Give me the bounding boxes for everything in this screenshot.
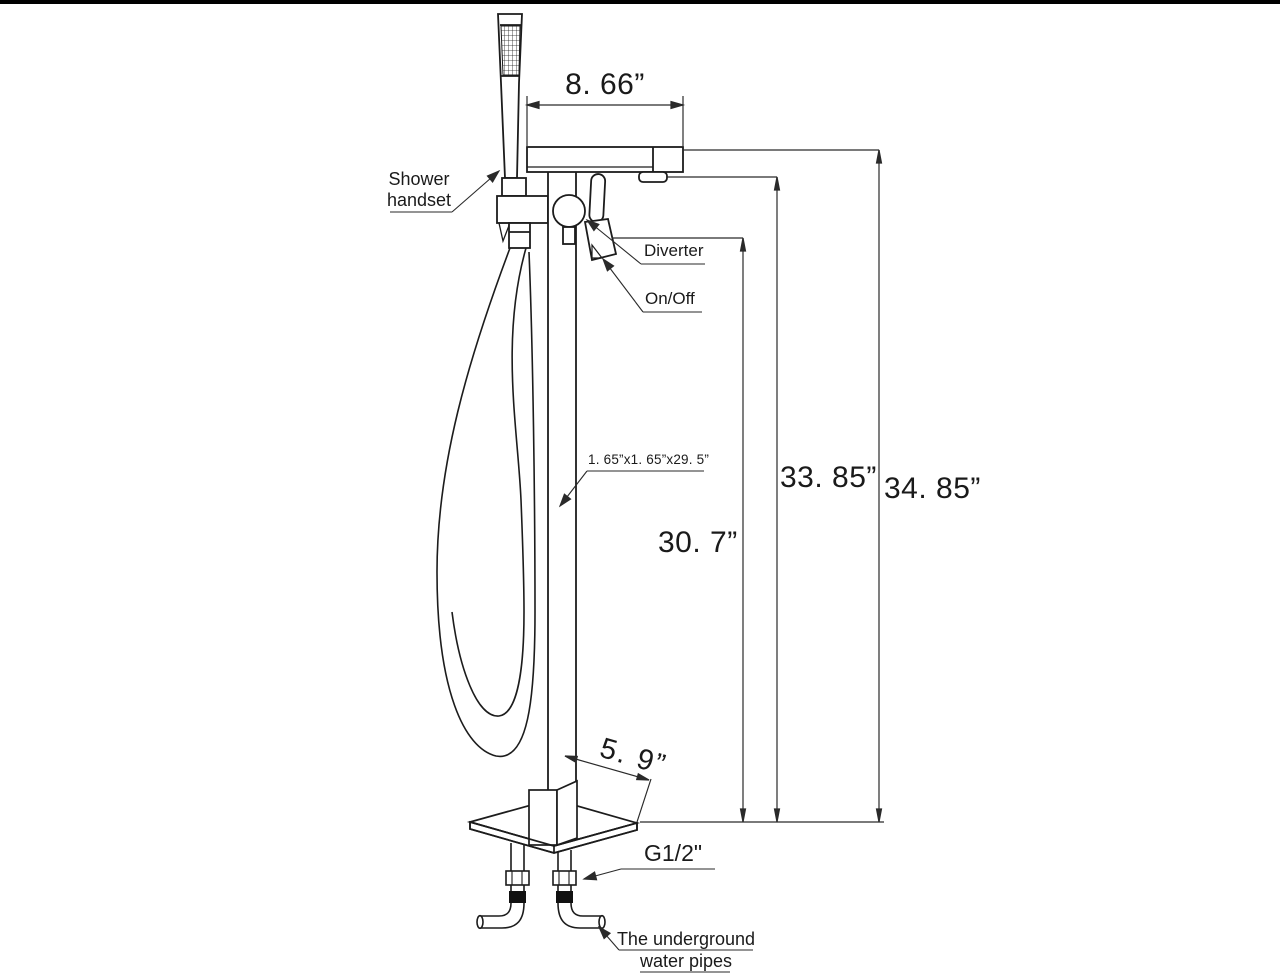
hose-fitting	[508, 222, 531, 249]
dim-spout-reach-text: 8. 66”	[565, 68, 645, 101]
diverter-label: Diverter	[644, 241, 704, 260]
handset-fitting	[501, 177, 527, 197]
dim-handle-height-text: 30. 7”	[658, 526, 738, 559]
top-border-bar	[0, 0, 1280, 4]
diverter-lever	[588, 173, 607, 223]
leader-diverter	[585, 218, 705, 265]
leader-shower-handset	[390, 169, 501, 213]
handset-holder	[496, 195, 549, 224]
knob-stem	[562, 226, 576, 245]
leader-g-thread	[582, 868, 715, 881]
supply-pipes	[476, 843, 606, 930]
leader-underground	[597, 925, 753, 973]
tube-spec-text: 1. 65”x1. 65”x29. 5”	[588, 452, 710, 467]
dim-spout-height	[667, 176, 781, 823]
column-base-block	[528, 779, 578, 847]
spout-arm	[526, 146, 684, 183]
shower-handset-label-line2: handset	[386, 190, 452, 210]
dim-overall-height	[683, 149, 883, 823]
supply-pipe-left	[476, 843, 530, 930]
hex-nut-right	[552, 870, 577, 886]
hex-nut-left	[505, 870, 530, 886]
shower-handset-label: Shower handset	[386, 169, 452, 211]
dim-spout-reach	[524, 96, 686, 146]
spout-outlet	[638, 171, 668, 183]
dim-handle-height	[612, 237, 747, 823]
shower-handset	[496, 13, 549, 249]
valve-assembly	[552, 173, 618, 262]
shower-handset-label-line1: Shower	[388, 169, 450, 189]
dim-spout-height-text: 33. 85”	[780, 461, 877, 494]
underground-pipes-label: The underground water pipes	[611, 928, 761, 972]
leader-lines	[390, 169, 753, 973]
on-off-knob	[552, 194, 586, 228]
dim-base-plate	[564, 755, 652, 823]
faucet-column	[547, 172, 577, 792]
dim-overall-height-text: 34. 85”	[884, 472, 981, 505]
seal-band-right	[556, 891, 573, 903]
underground-pipes-label-line1: The underground	[616, 929, 756, 949]
dimension-lines	[524, 96, 884, 823]
leader-on-off	[601, 257, 702, 313]
g-thread-label: G1/2"	[644, 840, 703, 866]
base-plate	[466, 779, 641, 854]
seal-band-left	[509, 891, 526, 903]
shower-hose	[436, 247, 536, 758]
leader-tube-spec	[558, 470, 704, 508]
on-off-label: On/Off	[645, 289, 695, 308]
underground-pipes-label-line2: water pipes	[639, 951, 733, 971]
supply-pipe-right	[552, 850, 606, 930]
